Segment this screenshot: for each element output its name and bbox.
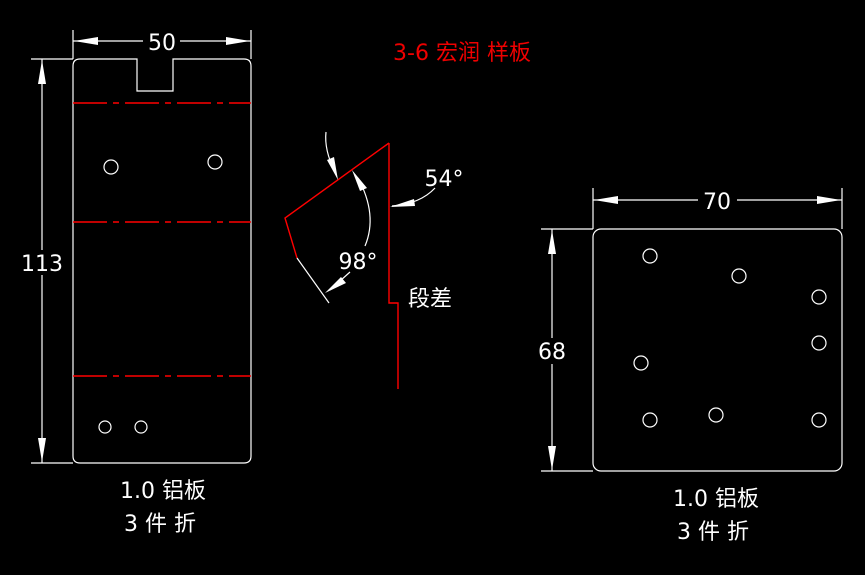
bend-profile-leg: [296, 257, 330, 304]
width-dim-text: 50: [148, 31, 176, 56]
hole: [811, 335, 827, 351]
material-label: 1.0 铝板: [120, 479, 206, 504]
hole: [134, 420, 148, 434]
material-label: 1.0 铝板: [673, 487, 759, 512]
right-part: 70 68 1.0 铝板 3 件 折: [538, 188, 843, 545]
width-dimension: 50: [72, 30, 252, 59]
width-dim-text: 70: [703, 190, 731, 215]
hole: [811, 289, 827, 305]
arrowhead: [352, 170, 367, 191]
hole: [708, 407, 724, 423]
arrowhead: [327, 157, 338, 180]
height-dim-text: 68: [538, 340, 566, 365]
arrowhead: [390, 199, 415, 207]
hole: [731, 268, 747, 284]
hole: [207, 154, 223, 170]
height-dim-text: 113: [21, 252, 63, 277]
quantity-note: 3 件 折: [677, 520, 749, 545]
hole: [98, 420, 112, 434]
hole: [642, 248, 658, 264]
angle-98-label: 98°: [339, 250, 378, 275]
left-part: 50 113 1.0 铝板 3 件 折: [21, 30, 252, 537]
angle-54-label: 54°: [425, 167, 464, 192]
hole: [103, 159, 119, 175]
height-dimension: 68: [538, 228, 593, 472]
arrowhead: [325, 277, 346, 293]
step-profile: [388, 143, 399, 389]
hole: [633, 355, 649, 371]
hole: [642, 412, 658, 428]
right-plate-outline: [592, 228, 843, 472]
height-dimension: 113: [21, 58, 73, 464]
width-dimension: 70: [592, 188, 843, 229]
quantity-note: 3 件 折: [124, 512, 196, 537]
step-label: 段差: [408, 287, 452, 312]
left-plate-outline: [72, 58, 252, 464]
bend-profile: [284, 142, 390, 259]
bend-view: 54° 98° 段差: [284, 131, 464, 389]
drawing-title: 3-6 宏润 样板: [393, 41, 531, 66]
hole: [811, 412, 827, 428]
